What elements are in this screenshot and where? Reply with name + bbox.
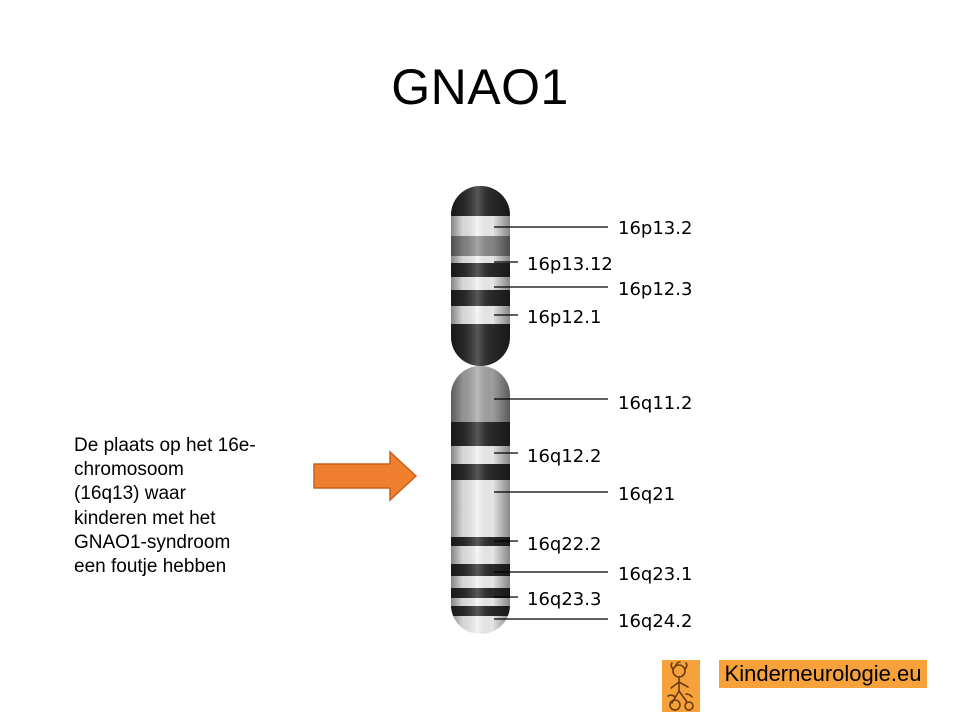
band-label: 16p12.3 <box>618 279 692 300</box>
logo-text: Kinderneurologie.eu <box>719 660 927 688</box>
band-leader-lines <box>494 226 608 620</box>
right-arrow-icon <box>313 450 418 502</box>
slide-title: GNAO1 <box>391 59 569 115</box>
caption-line: (16q13) waar <box>74 483 186 505</box>
band-label: 16q24.2 <box>618 611 692 632</box>
band-label: 16p13.2 <box>618 218 692 239</box>
band-label: 16p13.12 <box>527 254 613 275</box>
band-label: 16q11.2 <box>618 393 692 414</box>
caption-line: chromosoom <box>74 459 184 481</box>
band-label: 16q23.3 <box>527 589 601 610</box>
band-label: 16q22.2 <box>527 534 601 555</box>
caption-line: een foutje hebben <box>74 556 227 578</box>
caption-text: De plaats op het 16e- chromosoom (16q13)… <box>74 434 294 579</box>
caption-line: De plaats op het 16e- <box>74 435 256 456</box>
logo-figure-icon <box>662 660 700 712</box>
band-label: 16q21 <box>618 484 675 505</box>
band-label: 16q12.2 <box>527 446 601 467</box>
band-label: 16q23.1 <box>618 564 692 585</box>
q-arm <box>451 366 510 634</box>
caption-line: GNAO1-syndroom <box>74 531 231 553</box>
p-arm <box>451 186 510 366</box>
caption-line: kinderen met het <box>74 507 216 529</box>
band-label: 16p12.1 <box>527 307 601 328</box>
